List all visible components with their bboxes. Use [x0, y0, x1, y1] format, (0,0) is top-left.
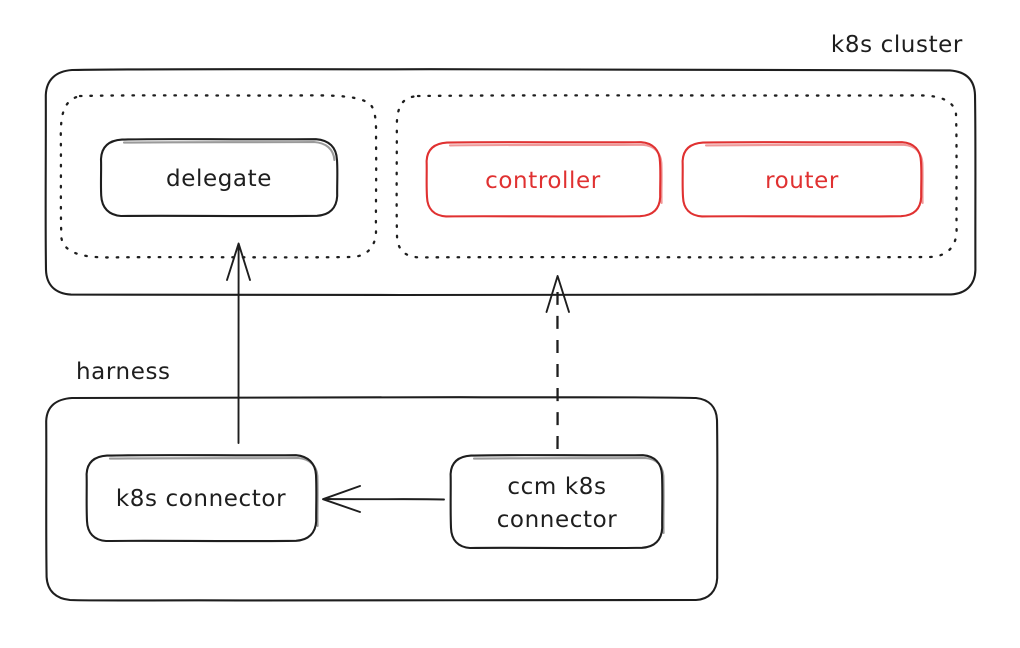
node-ccm-k8s-connector[interactable]: ccm k8s connector — [449, 454, 665, 550]
node-label-delegate: delegate — [166, 166, 272, 192]
node-router[interactable]: router — [681, 141, 924, 218]
edge-ccm-to-controller[interactable] — [545, 275, 570, 450]
node-delegate[interactable]: delegate — [99, 138, 339, 218]
container-title-harness: harness — [76, 359, 171, 385]
node-label-router: router — [765, 168, 839, 194]
container-harness[interactable] — [45, 396, 719, 602]
node-label-k8s-connector: k8s connector — [116, 486, 286, 512]
node-label-ccm-k8s-connector-line1: ccm k8s — [507, 474, 606, 500]
container-title-k8s-cluster: k8s cluster — [831, 32, 963, 58]
edge-k8s-connector-to-delegate[interactable] — [226, 242, 251, 444]
node-label-ccm-k8s-connector-line2: connector — [497, 507, 618, 533]
edge-ccm-to-k8s-connector[interactable] — [322, 485, 445, 513]
group-controller[interactable] — [395, 94, 958, 259]
node-label-controller: controller — [485, 168, 601, 194]
container-k8s-cluster[interactable] — [44, 68, 977, 297]
node-k8s-connector[interactable]: k8s connector — [85, 454, 319, 543]
node-controller[interactable]: controller — [425, 141, 663, 218]
group-delegate[interactable] — [59, 94, 378, 259]
